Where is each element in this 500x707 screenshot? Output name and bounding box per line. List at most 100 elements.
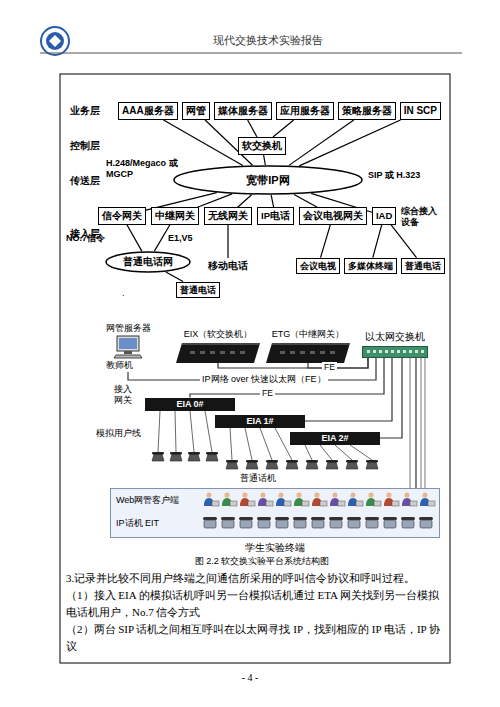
phone-body	[258, 520, 270, 528]
subscriber-line	[260, 428, 272, 460]
monitor	[302, 501, 309, 506]
iad-box: IAD	[372, 207, 396, 224]
node-text: 应用服务器	[280, 105, 330, 117]
softswitch-device: EIX（软交换机）	[176, 328, 260, 363]
student-figure	[402, 492, 417, 506]
screen	[119, 338, 137, 349]
cable-bundle	[410, 357, 425, 488]
logo-mark	[49, 35, 61, 47]
node-text: 普通电话网	[123, 256, 173, 269]
node-text: 普通电话	[405, 261, 441, 272]
device-name: 教师机	[106, 359, 133, 372]
connector	[321, 225, 331, 258]
head	[296, 492, 301, 497]
ip-phone-icon	[221, 517, 235, 528]
subscriber-line	[190, 411, 194, 452]
logo	[41, 27, 69, 55]
gateway-box: 信令网关	[98, 207, 146, 224]
node-text: 会议电视	[300, 261, 336, 272]
node-text: 移动电话	[208, 260, 248, 271]
layer-name: 业务层	[70, 105, 100, 116]
node-text: IAD	[376, 210, 392, 221]
connector	[197, 194, 232, 207]
monitor	[374, 501, 381, 506]
terminal-note: Web网管客户端	[116, 494, 179, 507]
terminal-box: IP电话	[257, 207, 294, 224]
handset	[311, 517, 325, 520]
phone-handset	[326, 460, 338, 463]
network-ellipse: 宽带IP网	[173, 165, 363, 195]
connector	[271, 195, 274, 207]
running-header: 现代交换技术实验报告	[213, 35, 323, 48]
phone-body	[222, 520, 234, 528]
monitor	[338, 501, 345, 506]
phone-body	[266, 462, 278, 469]
phone-body	[326, 462, 338, 469]
node-text: 多媒体终端	[348, 261, 393, 272]
monitor	[356, 501, 363, 506]
server-box: IN SCP	[400, 102, 441, 120]
head	[242, 492, 247, 497]
ip-phone-icon	[347, 517, 361, 528]
head	[260, 492, 265, 497]
protocol-label: H.248/Megaco 或 MGCP	[106, 158, 180, 180]
student-terminal-area: Web网管客户端IP话机 EIT学生实验终端	[110, 488, 440, 538]
layer-name: 控制层	[70, 140, 100, 151]
handset	[329, 517, 343, 520]
phone-body	[312, 520, 324, 528]
monitor	[266, 501, 273, 506]
monitor	[320, 501, 327, 506]
device-body	[266, 343, 350, 363]
subscriber-line	[305, 445, 312, 460]
phone-handset	[152, 452, 164, 455]
link-label: IP网络 over 快速以太网（FE）	[200, 374, 328, 385]
phone-body	[402, 520, 414, 528]
handset	[275, 517, 289, 520]
device-port	[310, 351, 315, 354]
head	[332, 492, 337, 497]
server-box: 媒体服务器	[214, 102, 272, 120]
phone-body	[226, 462, 238, 469]
device-body	[363, 347, 428, 358]
device-name: 以太网交换机	[365, 330, 425, 344]
device-port	[415, 350, 418, 353]
teacher-computer: 网管服务器教师机	[106, 322, 151, 372]
phone-body	[366, 462, 378, 469]
device-port	[409, 350, 412, 353]
subscriber-line	[350, 445, 372, 460]
cable	[410, 357, 411, 488]
report-paragraph: （2）两台 SIP 话机之间相互呼叫在以太网寻找 IP，找到相应的 IP 电话，…	[66, 621, 444, 655]
connector	[391, 225, 417, 258]
phone-body	[188, 454, 200, 461]
line-label: 模拟用户线	[96, 428, 141, 439]
connector	[166, 272, 183, 282]
device-port	[403, 350, 406, 353]
handset	[293, 517, 307, 520]
terminal-note: IP话机 EIT	[116, 517, 159, 530]
phone-body	[346, 462, 358, 469]
protocol-label: SIP 或 H.323	[368, 170, 420, 181]
phone-body	[306, 462, 318, 469]
server-box: 策略服务器	[338, 102, 396, 120]
connector	[264, 155, 266, 165]
device-name: EIA 2#	[290, 432, 380, 445]
handset	[347, 517, 361, 520]
device-port	[391, 350, 394, 353]
node-text: 会议电视网关	[303, 210, 363, 221]
ip-phone-icon	[383, 517, 397, 528]
phone-handset	[306, 460, 318, 463]
server-box: 应用服务器	[276, 102, 334, 120]
subscriber-line	[175, 411, 176, 452]
device-name: ETG（中继网关）	[272, 328, 345, 341]
ip-phone-icon	[419, 517, 433, 528]
connector	[305, 358, 392, 421]
phone-body	[206, 454, 218, 461]
subscriber-line	[205, 411, 212, 452]
handset	[383, 517, 397, 520]
ellipse-shape	[106, 252, 190, 272]
handset	[257, 517, 271, 520]
header-rule	[40, 53, 462, 54]
phone-body	[348, 520, 360, 528]
link-label: FE	[322, 362, 337, 372]
report-text: 3.记录并比较不同用户终端之间通信所采用的呼叫信令协议和呼叫过程。（1）接入 E…	[66, 570, 444, 655]
